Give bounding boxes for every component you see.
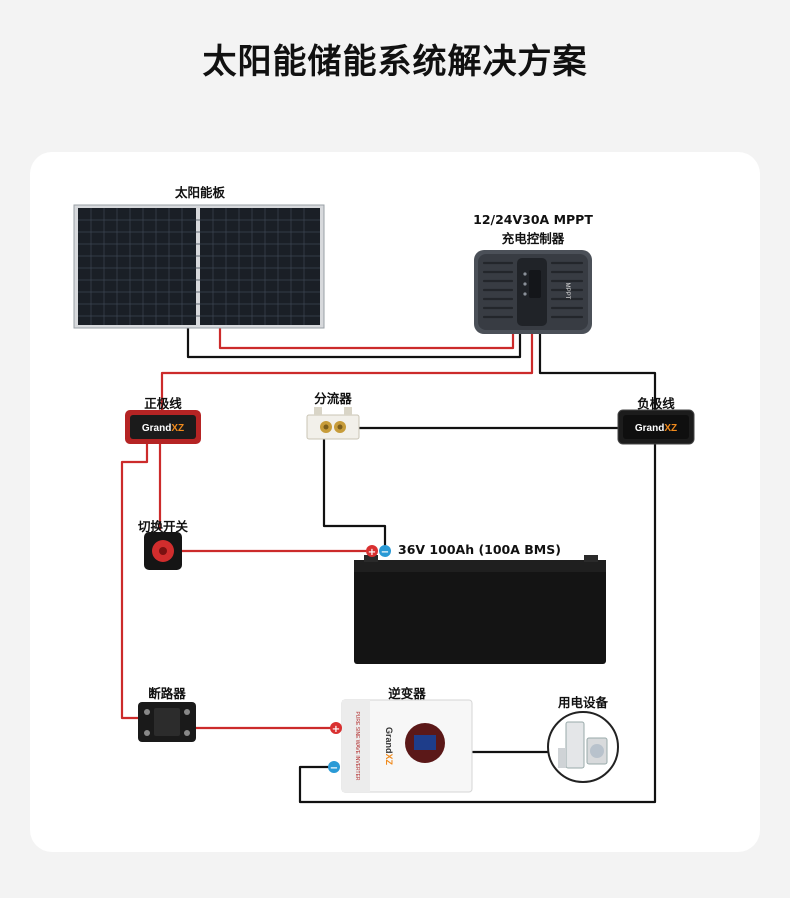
appliances [547, 711, 619, 783]
battery-label: 36V 100Ah (100A BMS) [398, 542, 561, 557]
circuit-breaker [138, 702, 196, 742]
positive-bus-bar [125, 410, 201, 444]
wire-controller-positive [160, 333, 534, 410]
page-title: 太阳能储能系统解决方案 [202, 42, 588, 82]
terminal-inverter-minus: − [328, 761, 340, 774]
inverter-side-text: PURE SINE WAVE INVERTER [354, 711, 360, 780]
positive-bus-brand: GrandXZ [142, 423, 184, 434]
shunt-label: 分流器 [314, 391, 352, 406]
negative-bus-bar [617, 409, 695, 445]
switch-label: 切换开关 [137, 519, 188, 534]
svg-text:+: + [332, 724, 340, 735]
terminal-battery-plus: + [366, 545, 378, 558]
shunt [306, 407, 360, 440]
wire-negative-return [298, 444, 657, 804]
battery [354, 555, 606, 664]
terminal-inverter-plus: + [330, 722, 342, 735]
controller-label-line2: 充电控制器 [501, 231, 565, 246]
svg-text:−: − [330, 763, 338, 774]
svg-text:−: − [381, 547, 389, 558]
wire-solar-positive [218, 327, 515, 350]
terminal-battery-minus: − [379, 545, 391, 558]
wire-solar-negative [186, 327, 522, 359]
inverter-label: 逆变器 [388, 686, 426, 701]
wire-bus-switch [120, 444, 149, 720]
appliances-label: 用电设备 [557, 695, 608, 710]
controller-label-line1: 12/24V30A MPPT [473, 212, 593, 227]
breaker-label: 断路器 [148, 686, 186, 701]
controller-screen-label: MPPT [564, 283, 570, 300]
battery-switch [144, 532, 182, 570]
inverter-brand: GrandXZ [384, 727, 394, 766]
solar-panel-label: 太阳能板 [174, 185, 225, 200]
wire-controller-negative [538, 333, 657, 410]
positive-bus-label: 正极线 [144, 396, 182, 411]
solar-panel [73, 204, 325, 329]
svg-text:+: + [368, 547, 376, 558]
mppt-controller: MPPT [474, 250, 592, 334]
wire-shunt-battery [322, 438, 387, 546]
negative-bus-brand: GrandXZ [635, 423, 677, 434]
inverter [341, 699, 473, 793]
negative-bus-label: 负极线 [637, 396, 675, 411]
